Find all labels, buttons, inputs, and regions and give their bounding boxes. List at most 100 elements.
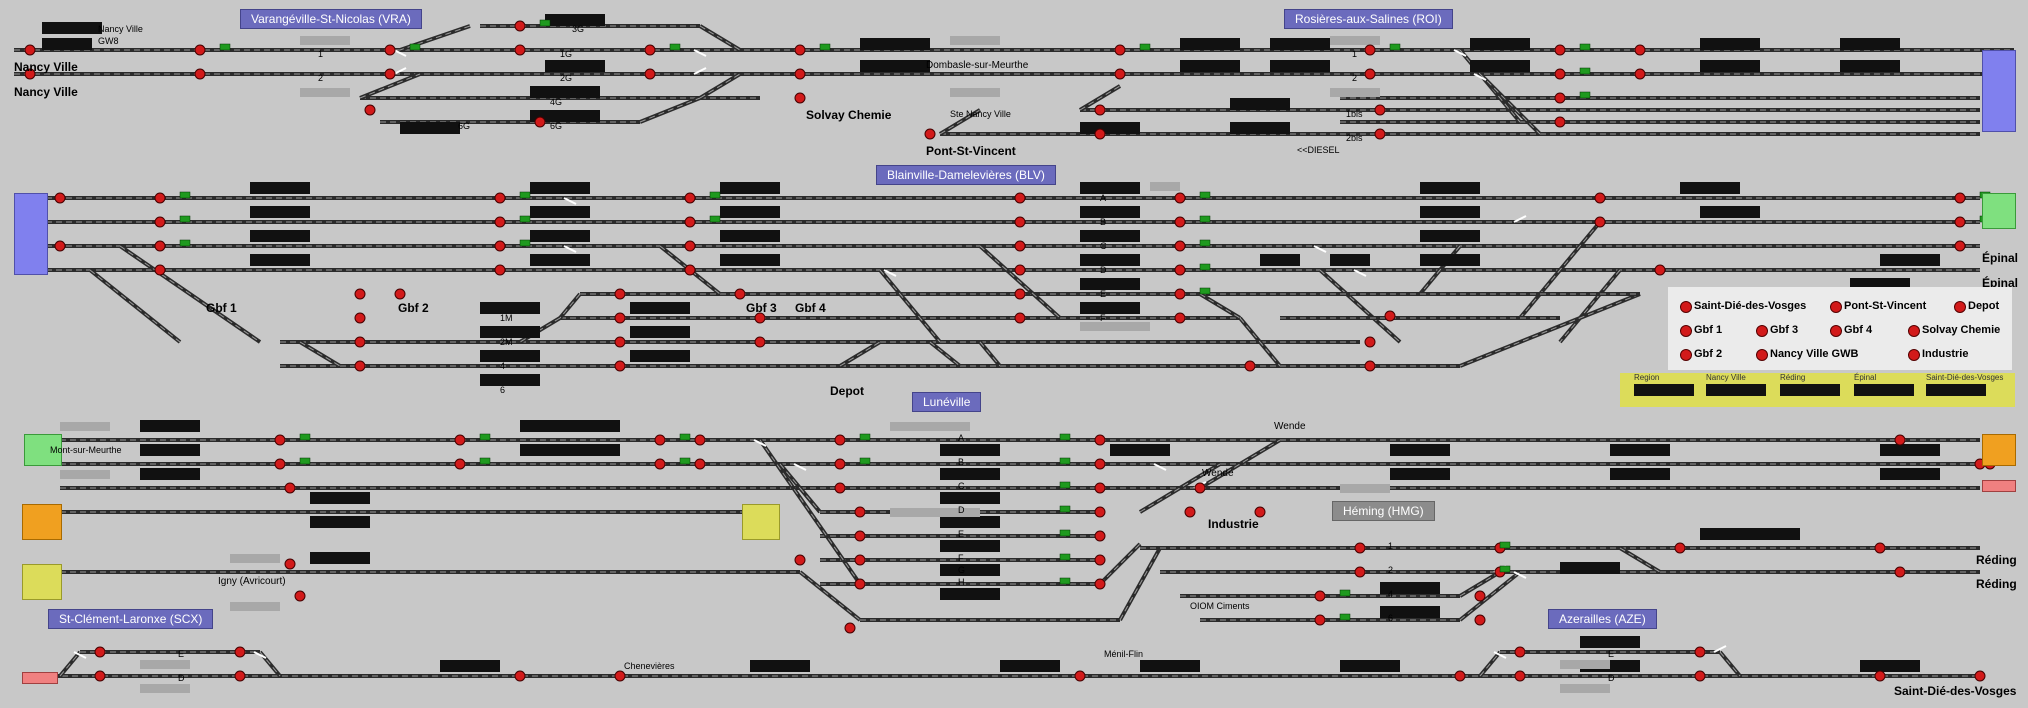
signal-head[interactable]: [1389, 43, 1401, 51]
signal-light[interactable]: [54, 192, 66, 204]
platform-block[interactable]: [1260, 254, 1300, 266]
exit-block-yellow-west[interactable]: [22, 564, 62, 600]
signal-head[interactable]: [1339, 589, 1351, 597]
signal-light[interactable]: [794, 68, 806, 80]
signal-light[interactable]: [1694, 670, 1706, 682]
legend-item[interactable]: Industrie: [1908, 348, 1968, 361]
signal-light[interactable]: [854, 506, 866, 518]
signal-head[interactable]: [1579, 91, 1591, 99]
signal-head[interactable]: [219, 43, 231, 51]
platform-block[interactable]: [530, 110, 600, 122]
signal-light[interactable]: [684, 264, 696, 276]
platform-block[interactable]: [1420, 206, 1480, 218]
signal-light[interactable]: [1354, 566, 1366, 578]
signal-light[interactable]: [154, 216, 166, 228]
signal-head[interactable]: [1499, 541, 1511, 549]
signal-light[interactable]: [1094, 578, 1106, 590]
platform-block[interactable]: [940, 468, 1000, 480]
platform-block[interactable]: [720, 254, 780, 266]
signal-light[interactable]: [1014, 264, 1026, 276]
exit-block-yellow-mid[interactable]: [742, 504, 780, 540]
signal-light[interactable]: [1694, 646, 1706, 658]
signal-light[interactable]: [1554, 116, 1566, 128]
signal-light[interactable]: [1184, 506, 1196, 518]
platform-block[interactable]: [480, 326, 540, 338]
platform-block[interactable]: [860, 60, 930, 72]
platform-block[interactable]: [1080, 302, 1140, 314]
platform-block[interactable]: [1080, 254, 1140, 266]
signal-light[interactable]: [1894, 566, 1906, 578]
platform-block[interactable]: [1230, 98, 1290, 110]
signal-light[interactable]: [1514, 670, 1526, 682]
signal-light[interactable]: [1174, 240, 1186, 252]
platform-block[interactable]: [1880, 468, 1940, 480]
signal-light[interactable]: [364, 104, 376, 116]
signal-head[interactable]: [1059, 481, 1071, 489]
platform-block[interactable]: [1470, 38, 1530, 50]
signal-light[interactable]: [1594, 216, 1606, 228]
platform-block[interactable]: [1080, 206, 1140, 218]
platform-block[interactable]: [630, 302, 690, 314]
platform-block[interactable]: [480, 374, 540, 386]
platform-block[interactable]: [1080, 278, 1140, 290]
signal-light[interactable]: [614, 312, 626, 324]
legend-item[interactable]: Saint-Dié-des-Vosges: [1680, 300, 1806, 313]
signal-head[interactable]: [1199, 191, 1211, 199]
signal-light[interactable]: [1554, 68, 1566, 80]
signal-light[interactable]: [1094, 554, 1106, 566]
switch-point[interactable]: [693, 67, 707, 75]
signal-light[interactable]: [834, 482, 846, 494]
platform-block[interactable]: [530, 86, 600, 98]
platform-block[interactable]: [1420, 230, 1480, 242]
signal-light[interactable]: [1474, 614, 1486, 626]
signal-head[interactable]: [669, 43, 681, 51]
signal-light[interactable]: [1014, 312, 1026, 324]
signal-light[interactable]: [684, 192, 696, 204]
signal-light[interactable]: [1674, 542, 1686, 554]
signal-head[interactable]: [1199, 263, 1211, 271]
signal-light[interactable]: [234, 670, 246, 682]
signal-light[interactable]: [1094, 434, 1106, 446]
signal-head[interactable]: [859, 433, 871, 441]
platform-block[interactable]: [1420, 254, 1480, 266]
platform-block[interactable]: [1470, 60, 1530, 72]
signal-light[interactable]: [1354, 542, 1366, 554]
switch-point[interactable]: [563, 245, 577, 253]
signal-head[interactable]: [1199, 287, 1211, 295]
signal-light[interactable]: [854, 578, 866, 590]
platform-block[interactable]: [1080, 122, 1140, 134]
legend-item[interactable]: Gbf 3: [1756, 324, 1798, 337]
legend-item[interactable]: Gbf 2: [1680, 348, 1722, 361]
signal-light[interactable]: [284, 558, 296, 570]
platform-block[interactable]: [940, 516, 1000, 528]
signal-head[interactable]: [1199, 215, 1211, 223]
platform-block[interactable]: [940, 564, 1000, 576]
signal-light[interactable]: [614, 288, 626, 300]
signal-light[interactable]: [1174, 264, 1186, 276]
signal-light[interactable]: [924, 128, 936, 140]
signal-light[interactable]: [694, 458, 706, 470]
platform-block[interactable]: [1420, 182, 1480, 194]
platform-block[interactable]: [1680, 182, 1740, 194]
legend-item[interactable]: Gbf 1: [1680, 324, 1722, 337]
platform-block[interactable]: [1140, 660, 1200, 672]
signal-light[interactable]: [1174, 192, 1186, 204]
platform-block[interactable]: [1880, 444, 1940, 456]
signal-head[interactable]: [1579, 43, 1591, 51]
signal-light[interactable]: [294, 590, 306, 602]
signal-light[interactable]: [1254, 506, 1266, 518]
platform-block[interactable]: [250, 254, 310, 266]
platform-block[interactable]: [1180, 38, 1240, 50]
exit-block-pink-west[interactable]: [22, 672, 58, 684]
platform-block[interactable]: [520, 420, 620, 432]
platform-block[interactable]: [940, 492, 1000, 504]
platform-block[interactable]: [1580, 636, 1640, 648]
signal-light[interactable]: [1974, 670, 1986, 682]
signal-light[interactable]: [834, 458, 846, 470]
signal-light[interactable]: [1634, 44, 1646, 56]
signal-light[interactable]: [384, 68, 396, 80]
platform-block[interactable]: [250, 182, 310, 194]
platform-block[interactable]: [440, 660, 500, 672]
switch-point[interactable]: [563, 197, 577, 205]
platform-block[interactable]: [940, 444, 1000, 456]
